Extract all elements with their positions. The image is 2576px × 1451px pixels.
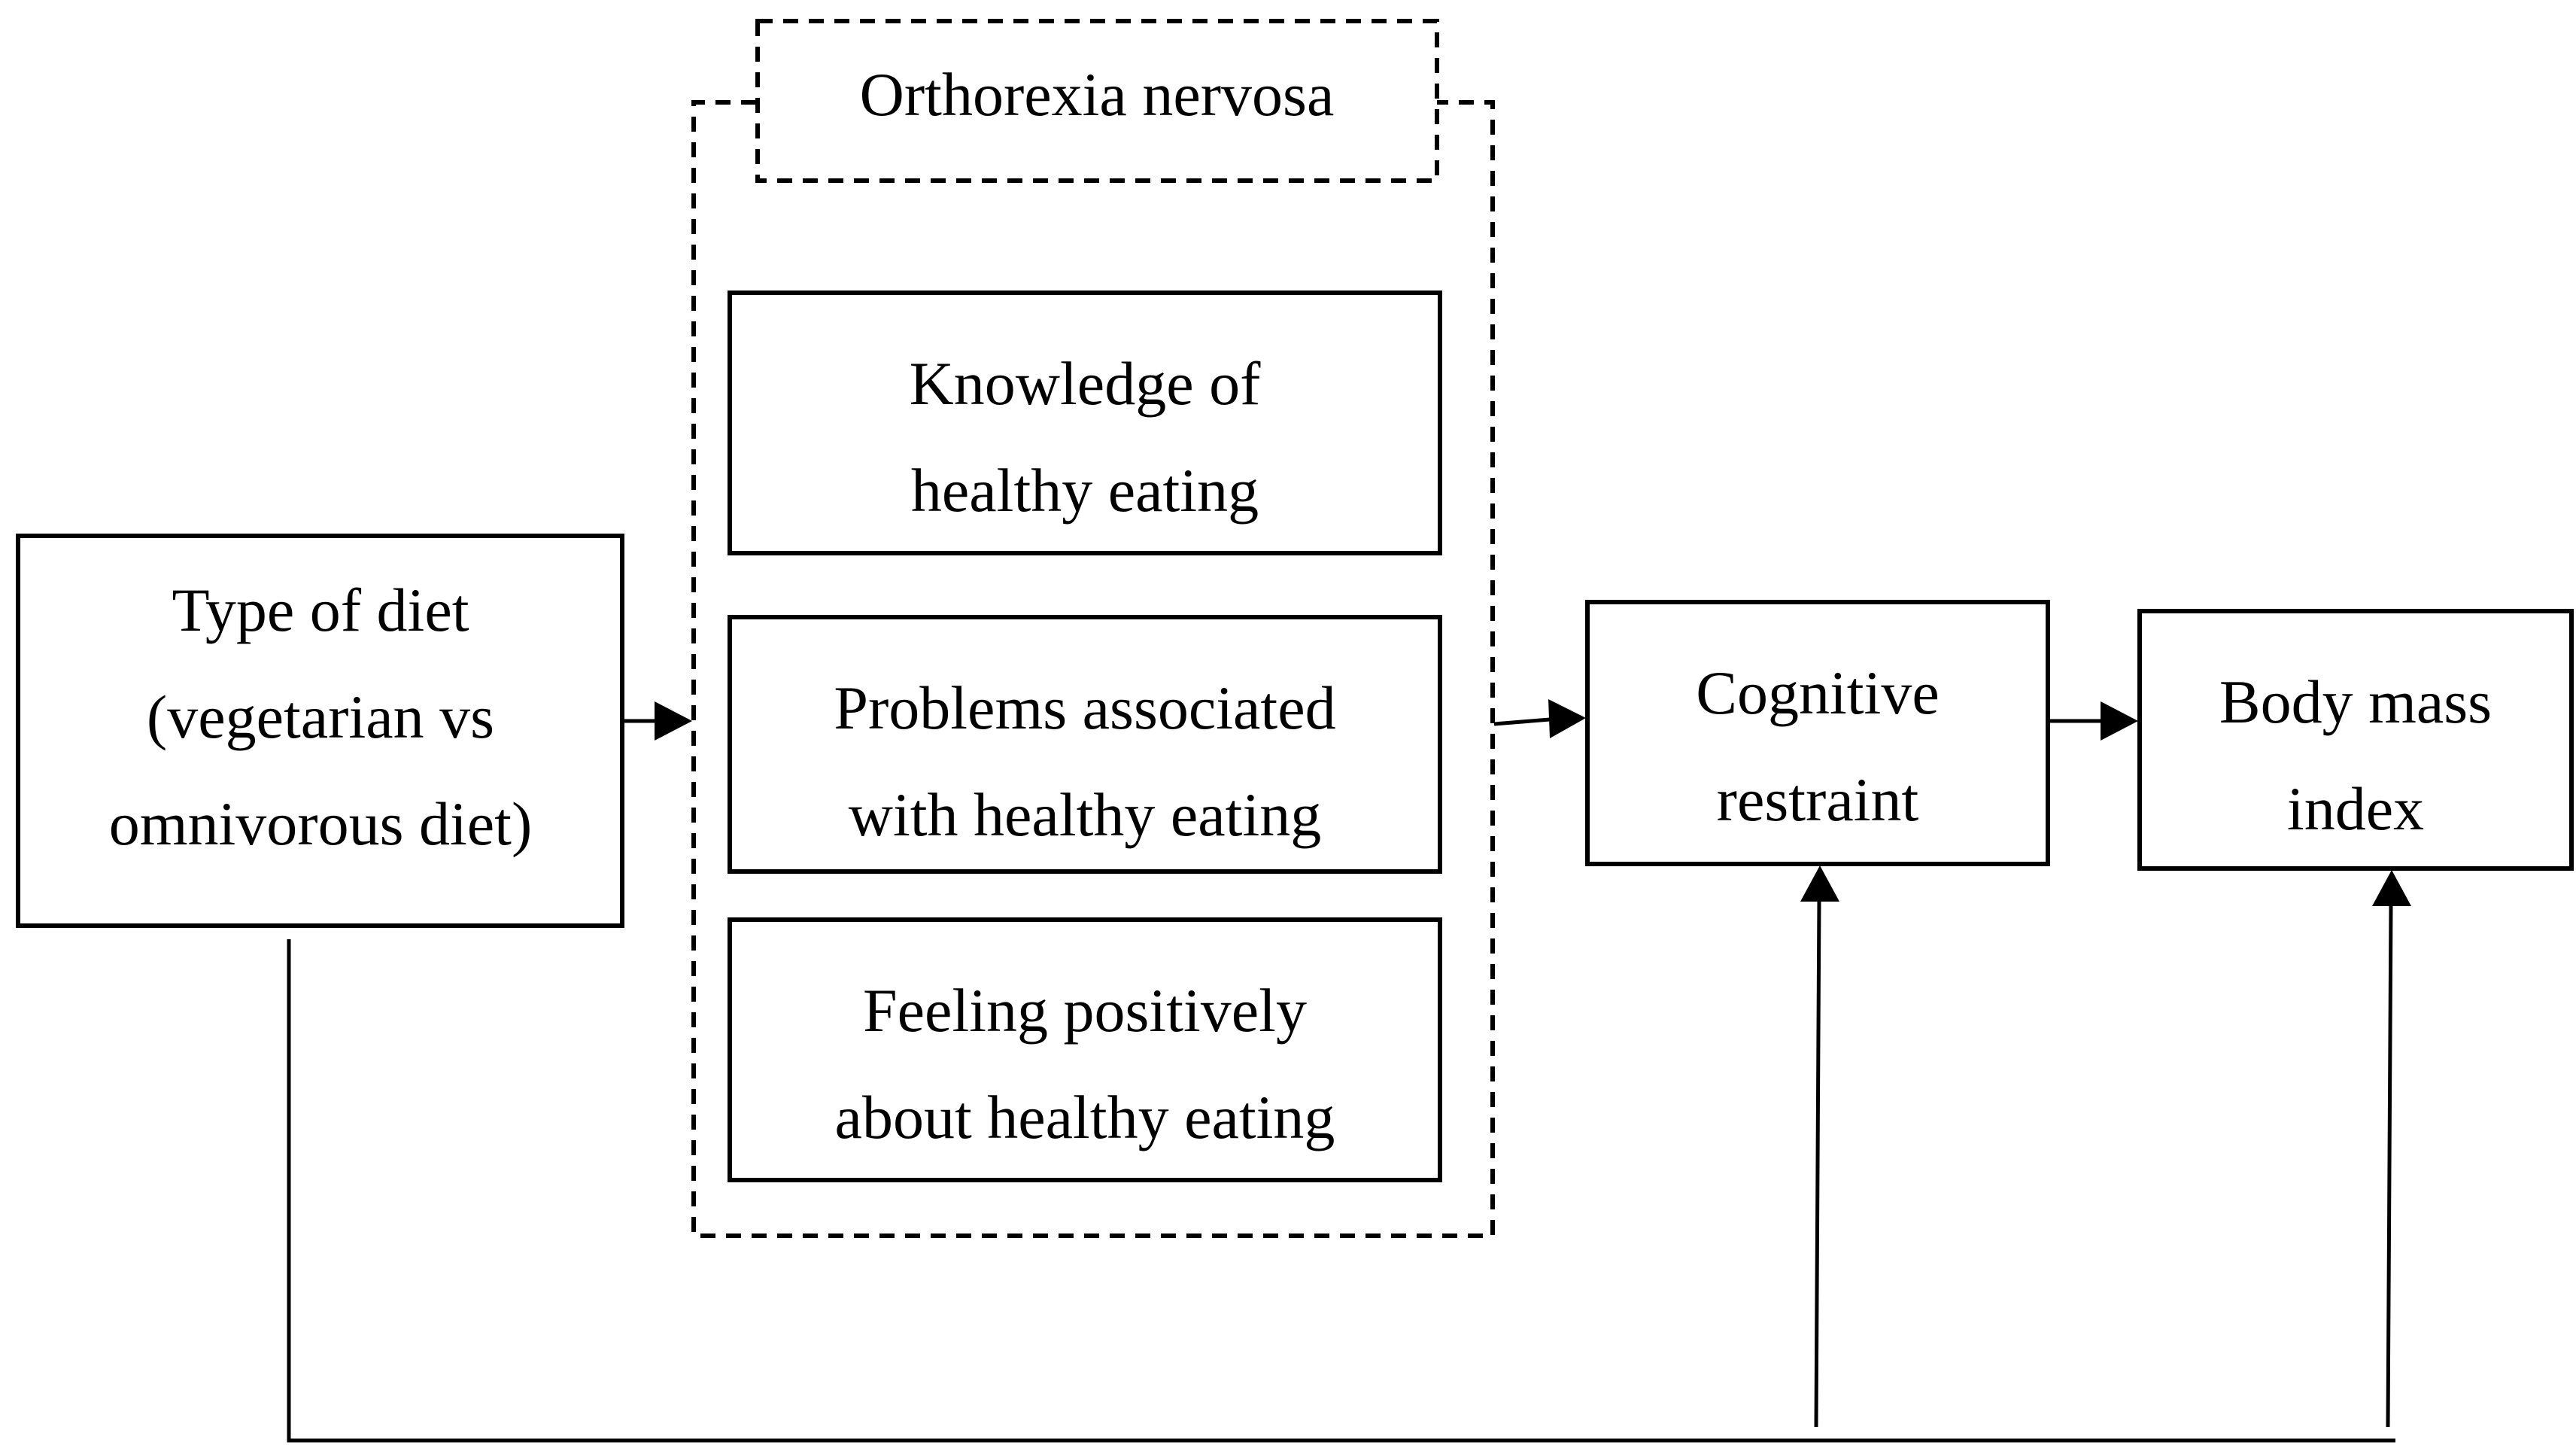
arrow-orthorexia-to-cognitive-head (1548, 699, 1586, 738)
direct-path-bottom-connector (287, 939, 2395, 1443)
type-of-diet-box (16, 534, 624, 928)
arrow-orthorexia-to-cognitive-line (1493, 717, 1551, 726)
feeling-box (728, 917, 1442, 1182)
problems-line-2: with healthy eating (849, 780, 1322, 849)
type-of-diet-line-2: (vegetarian vs (147, 683, 494, 751)
type-of-diet-line-3: omnivorous diet) (109, 789, 533, 858)
orthorexia-title-box (755, 19, 1439, 183)
body-mass-index-line-2: index (2287, 774, 2424, 843)
arrow-diet-to-orthorexia-head (655, 701, 692, 741)
body-mass-index-box (2137, 609, 2574, 871)
cognitive-restraint-line-1: Cognitive (1696, 659, 1939, 727)
type-of-diet-line-1: Type of diet (172, 576, 469, 644)
knowledge-box (728, 291, 1442, 555)
knowledge-line-1: Knowledge of (910, 349, 1262, 418)
arrow-direct-to-cognitive-line (1814, 899, 1821, 1428)
arrow-cognitive-to-bmi-head (2101, 701, 2138, 741)
problems-line-1: Problems associated (834, 674, 1335, 742)
feeling-line-2: about healthy eating (835, 1083, 1335, 1151)
feeling-line-1: Feeling positively (863, 976, 1307, 1045)
knowledge-line-2: healthy eating (911, 456, 1259, 525)
orthorexia-title: Orthorexia nervosa (860, 60, 1335, 129)
arrow-direct-to-bmi-head (2372, 870, 2411, 906)
orthorexia-group-border (691, 100, 1495, 1238)
body-mass-index-line-1: Body mass (2219, 668, 2492, 736)
cognitive-restraint-line-2: restraint (1717, 765, 1919, 834)
cognitive-restraint-box (1585, 600, 2050, 866)
problems-box (728, 615, 1442, 874)
arrow-direct-to-cognitive-head (1800, 865, 1839, 902)
arrow-direct-to-bmi-line (2386, 904, 2393, 1428)
